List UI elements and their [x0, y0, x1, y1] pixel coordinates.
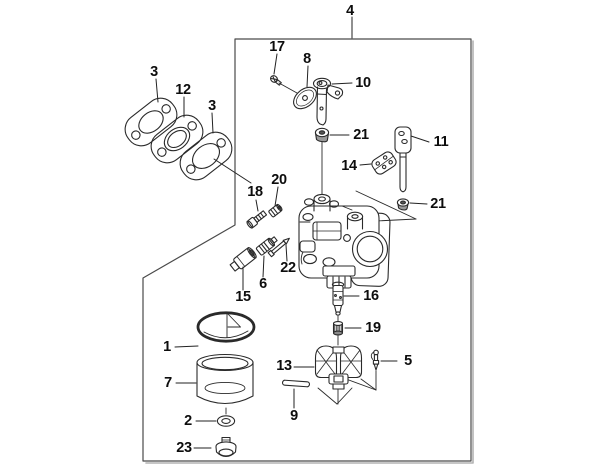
seal-21-choke: [397, 199, 408, 210]
choke-shaft-11: [395, 127, 411, 192]
callout-18: 18: [247, 183, 263, 200]
float-pin-9: [282, 380, 309, 387]
callout-19: 19: [365, 319, 381, 336]
callout-3-b: 3: [208, 97, 216, 114]
throttle-screw-17: [269, 74, 282, 86]
insulator-12: [145, 109, 209, 169]
nozzle-holder-15: [229, 246, 258, 273]
callout-14: 14: [341, 157, 357, 174]
callout-5: 5: [404, 352, 412, 369]
callout-17: 17: [269, 38, 285, 55]
callout-3-a: 3: [150, 63, 158, 80]
choke-plate-14: [370, 150, 398, 176]
leader-lines: [156, 17, 429, 448]
gasket-3-left: [119, 92, 183, 152]
main-jet-19: [334, 322, 343, 335]
callout-9: 9: [290, 407, 298, 424]
callout-20: 20: [271, 171, 287, 188]
idle-screw-18: [246, 210, 268, 229]
assembly-lines: [226, 83, 416, 414]
callout-22: 22: [280, 259, 296, 276]
throttle-shaft-10: [314, 78, 343, 125]
needle-valve-5: [371, 350, 378, 370]
callout-11: 11: [433, 133, 449, 150]
washer-2: [217, 416, 234, 426]
callout-2: 2: [184, 412, 192, 429]
callout-4: 4: [346, 2, 354, 19]
diagram-frame: [143, 39, 473, 463]
callout-6: 6: [259, 275, 267, 292]
throttle-plate-8: [290, 83, 321, 113]
callout-13: 13: [276, 357, 292, 374]
callout-15: 15: [235, 288, 251, 305]
callout-12: 12: [175, 81, 191, 98]
callout-7: 7: [164, 374, 172, 391]
main-nozzle-16: [332, 282, 343, 315]
float-13: [316, 346, 362, 389]
callout-23: 23: [176, 439, 192, 456]
jet-6: [256, 235, 279, 255]
pilot-jet-20: [268, 204, 283, 218]
callout-16: 16: [363, 287, 379, 304]
callout-10: 10: [355, 74, 371, 91]
needle-22: [268, 236, 291, 256]
carburetor-body: [299, 194, 390, 288]
o-ring-1: [198, 313, 254, 341]
callout-8: 8: [303, 50, 311, 67]
float-bowl-7: [197, 355, 253, 404]
callout-21-a: 21: [353, 126, 369, 143]
seal-21-throttle: [315, 128, 328, 142]
callout-21-b: 21: [430, 195, 446, 212]
bowl-bolt-23: [216, 438, 236, 457]
gasket-3-right: [174, 126, 238, 186]
callout-1: 1: [163, 338, 171, 355]
